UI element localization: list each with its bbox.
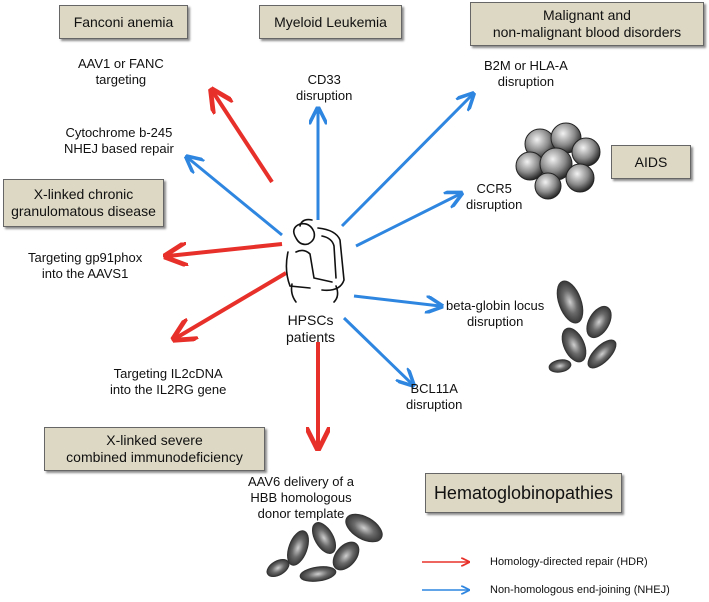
box-x-linked-scid: X-linked severe combined immunodeficienc… <box>44 427 265 471</box>
box-scid-line2: combined immunodeficiency <box>66 449 243 465</box>
box-cgd-line2: granulomatous disease <box>11 203 156 219</box>
box-malignant-disorders: Malignant and non-malignant blood disord… <box>470 2 704 46</box>
label-beta-globin: beta-globin locus disruption <box>446 298 544 330</box>
red-blood-cells-bottom-icon <box>266 513 383 582</box>
label-bcl-line1: BCL11A <box>410 381 458 396</box>
box-malignant-line2: non-malignant blood disorders <box>492 24 682 40</box>
label-il2-line1: Targeting IL2cDNA <box>113 366 223 381</box>
box-cgd-line1: X-linked chronic <box>33 186 134 202</box>
red-blood-cells-right-icon <box>548 280 617 373</box>
box-aids-label: AIDS <box>634 153 668 170</box>
box-hemato-label: Hematoglobinopathies <box>433 482 614 503</box>
label-b2m-line2: disruption <box>497 74 555 89</box>
box-fanconi-label: Fanconi anemia <box>73 13 174 30</box>
label-cytochrome: Cytochrome b-245 NHEJ based repair <box>64 125 174 157</box>
arrow-beta-globin <box>353 294 440 306</box>
box-myeloid-leukemia: Myeloid Leukemia <box>259 5 402 39</box>
box-malignant-line1: Malignant and <box>543 7 631 23</box>
label-gp91-line1: Targeting gp91phox <box>28 250 143 265</box>
label-ccr5-line1: CCR5 <box>476 181 512 196</box>
box-hematoglobinopathies: Hematoglobinopathies <box>425 473 622 513</box>
box-scid-line1: X-linked severe <box>106 432 203 448</box>
arrow-gp91phox <box>168 242 283 256</box>
arrow-fanconi <box>213 92 274 184</box>
patient-icon <box>285 218 345 303</box>
label-ccr5-line2: disruption <box>466 197 523 212</box>
label-aav6-line2: HBB homologous <box>250 490 352 505</box>
arrow-bcl11a <box>342 316 412 384</box>
label-bcl11a: BCL11A disruption <box>406 381 462 413</box>
arrow-cytochrome <box>188 158 283 237</box>
box-fanconi-anemia: Fanconi anemia <box>59 5 188 39</box>
label-ccr5: CCR5 disruption <box>466 181 522 213</box>
label-cyto-line1: Cytochrome b-245 <box>65 125 173 140</box>
box-myeloid-label: Myeloid Leukemia <box>274 13 387 30</box>
box-aids: AIDS <box>611 145 691 179</box>
label-center-hpscs: HPSCs patients <box>286 312 335 346</box>
arrow-b2m <box>340 95 472 228</box>
label-cyto-line2: NHEJ based repair <box>64 141 174 156</box>
legend-hdr-label: Homology-directed repair (HDR) <box>490 556 648 568</box>
label-center-line2: patients <box>286 329 336 345</box>
box-x-linked-cgd: X-linked chronic granulomatous disease <box>3 179 164 227</box>
label-b2m-line1: B2M or HLA-A <box>484 58 568 73</box>
label-cd33: CD33 disruption <box>296 72 352 104</box>
label-b2m-hla: B2M or HLA-A disruption <box>484 58 568 90</box>
label-beta-line2: disruption <box>466 314 524 329</box>
label-bcl-line2: disruption <box>406 397 463 412</box>
lymphocyte-cluster-icon <box>515 122 601 200</box>
label-aav1-fanc: AAV1 or FANC targeting <box>78 56 164 88</box>
label-gp91-line2: into the AAVS1 <box>41 266 129 281</box>
label-beta-line1: beta-globin locus <box>446 298 545 313</box>
arrow-il2rg <box>176 271 288 338</box>
label-aav6: AAV6 delivery of a HBB homologous donor … <box>248 474 354 522</box>
label-aav1-line1: AAV1 or FANC <box>78 56 164 71</box>
label-gp91phox: Targeting gp91phox into the AAVS1 <box>28 250 142 282</box>
label-cd33-line2: disruption <box>296 88 353 103</box>
label-center-line1: HPSCs <box>287 312 334 328</box>
label-aav1-line2: targeting <box>95 72 147 87</box>
label-il2rg: Targeting IL2cDNA into the IL2RG gene <box>110 366 226 398</box>
label-aav6-line1: AAV6 delivery of a <box>248 474 354 489</box>
label-aav6-line3: donor template <box>257 506 345 521</box>
legend-nhej-label: Non-homologous end-joining (NHEJ) <box>490 584 670 596</box>
label-cd33-line1: CD33 <box>307 72 341 87</box>
arrow-ccr5 <box>355 194 460 248</box>
label-il2-line2: into the IL2RG gene <box>110 382 227 397</box>
